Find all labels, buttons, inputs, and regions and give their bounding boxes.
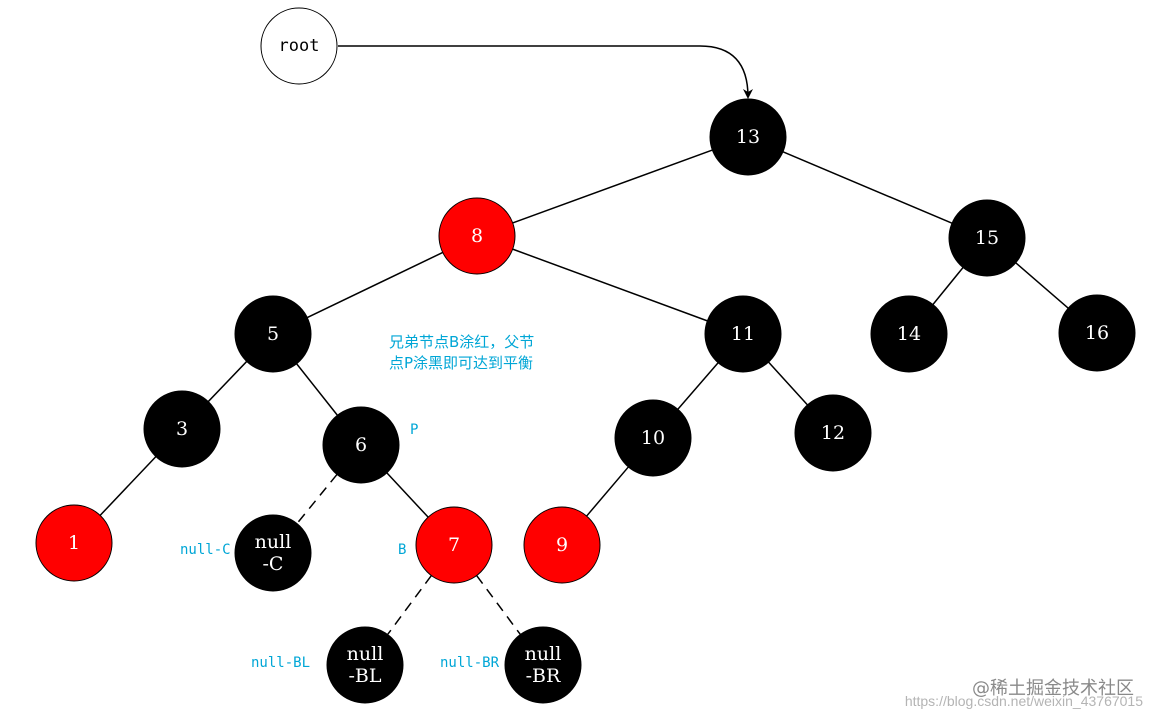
node-label: -BL	[349, 665, 382, 687]
node-circle	[438, 197, 516, 275]
node-circle	[523, 506, 601, 584]
parent-p-label: P	[410, 422, 418, 438]
node-label: -C	[263, 553, 284, 575]
node-label: -BR	[526, 665, 561, 687]
node-label: 15	[975, 227, 999, 249]
tree-node-n16: 16	[1058, 294, 1136, 372]
node-circle	[35, 504, 113, 582]
node-circle	[322, 406, 400, 484]
node-circle	[326, 626, 404, 704]
node-label: 8	[471, 225, 483, 247]
tree-node-n14: 14	[870, 295, 948, 373]
node-circle	[234, 295, 312, 373]
tree-node-n10: 10	[614, 399, 692, 477]
node-label: 3	[176, 418, 188, 440]
edge-n5-n3	[207, 360, 248, 403]
watermark-brand: @稀土掘金技术社区	[972, 678, 1134, 699]
null-br-label: null-BR	[440, 655, 500, 671]
tree-node-n5: 5	[234, 295, 312, 373]
node-label: 7	[448, 534, 460, 556]
edge-n8-n5	[306, 251, 444, 319]
null-c-label: null-C	[180, 542, 231, 558]
node-label: 9	[556, 534, 568, 556]
edge-n6-n7	[386, 472, 429, 518]
node-circle	[709, 98, 787, 176]
root-pointer-arrow	[338, 45, 753, 99]
edge-n7-nBR	[476, 575, 521, 635]
node-label: 11	[731, 323, 755, 345]
node-label: null	[525, 643, 562, 665]
edge-n11-n12	[768, 361, 808, 406]
node-circle	[234, 514, 312, 592]
edges-layer	[99, 149, 1069, 635]
node-circle	[614, 399, 692, 477]
edge-n3-n1	[99, 456, 157, 516]
null-bl-label: null-BL	[251, 655, 310, 671]
node-circle	[948, 199, 1026, 277]
node-label: 13	[736, 126, 760, 148]
tree-node-n6: 6	[322, 406, 400, 484]
tree-node-n7: 7	[415, 506, 493, 584]
tree-node-n8: 8	[438, 197, 516, 275]
sibling-b-label: B	[398, 542, 406, 558]
node-circle	[504, 626, 582, 704]
node-label: null	[255, 531, 292, 553]
watermark-url: https://blog.csdn.net/weixin_43767015	[905, 693, 1143, 709]
edge-n15-n16	[1015, 262, 1069, 309]
node-label: 10	[641, 427, 665, 449]
node-label: 6	[355, 434, 367, 456]
node-circle	[143, 390, 221, 468]
tree-node-nBR: null-BR	[504, 626, 582, 704]
node-circle	[870, 295, 948, 373]
tree-node-n15: 15	[948, 199, 1026, 277]
node-label: 14	[897, 323, 921, 345]
tree-node-nBL: null-BL	[326, 626, 404, 704]
edge-n13-n8	[512, 149, 713, 224]
edge-n8-n11	[512, 248, 708, 322]
node-circle	[1058, 294, 1136, 372]
tree-node-n12: 12	[794, 394, 872, 472]
edge-n15-n14	[932, 267, 964, 305]
balance-note-line-2: 点P涂黑即可达到平衡	[389, 354, 533, 372]
tree-node-n3: 3	[143, 390, 221, 468]
balance-note-line-1: 兄弟节点B涂红，父节	[389, 333, 534, 351]
node-label: 1	[68, 532, 80, 554]
root-node: root	[260, 7, 338, 85]
tree-node-n13: 13	[709, 98, 787, 176]
tree-node-n11: 11	[704, 295, 782, 373]
tree-node-nC: null-C	[234, 514, 312, 592]
edge-n6-nC	[296, 473, 338, 525]
node-label: 16	[1085, 322, 1109, 344]
tree-node-n1: 1	[35, 504, 113, 582]
node-label: 12	[821, 422, 845, 444]
node-label: null	[347, 643, 384, 665]
tree-node-n9: 9	[523, 506, 601, 584]
edge-n7-nBL	[387, 575, 432, 635]
node-label: 5	[267, 323, 279, 345]
edge-n13-n15	[782, 151, 953, 224]
edge-n11-n10	[677, 362, 719, 410]
node-circle	[704, 295, 782, 373]
edge-n5-n6	[296, 363, 338, 416]
node-circle	[794, 394, 872, 472]
node-circle	[415, 506, 493, 584]
edge-n10-n9	[586, 466, 629, 517]
root-label: root	[279, 36, 320, 56]
